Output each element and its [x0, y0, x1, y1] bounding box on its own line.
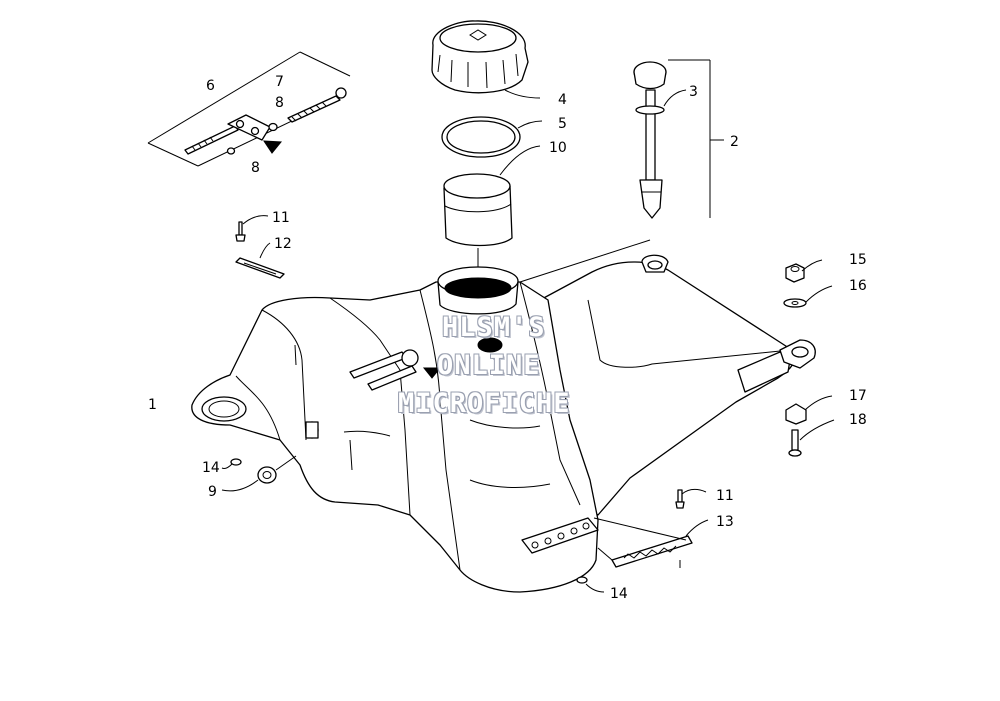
- bracket-assembly-6: [147, 51, 351, 167]
- grommet-9-and-washer-14: [221, 455, 297, 492]
- callout-14-left: 14: [202, 460, 220, 476]
- callout-8-lower: 8: [251, 160, 260, 176]
- callout-1: 1: [148, 397, 157, 413]
- callout-13: 13: [716, 514, 734, 530]
- fuel-cap-4: [431, 20, 541, 99]
- filler-sleeve-10: [443, 145, 541, 275]
- screw-and-strip-11-13: [576, 488, 709, 593]
- callout-8-upper: 8: [275, 95, 284, 111]
- callout-14-lower: 14: [610, 586, 628, 602]
- watermark-line-2: ONLINE: [437, 350, 541, 381]
- fuel-tank-1: [191, 239, 816, 593]
- callout-16: 16: [849, 278, 867, 294]
- callout-12: 12: [274, 236, 292, 252]
- callout-2: 2: [730, 134, 739, 150]
- gasket-5: [441, 116, 543, 158]
- mount-hardware-15-18: [783, 259, 835, 457]
- callout-18: 18: [849, 412, 867, 428]
- watermark-line-1: HLSM'S: [442, 312, 546, 343]
- callout-11-upper: 11: [272, 210, 290, 226]
- fuel-gauge-2: [633, 59, 724, 219]
- callout-17: 17: [849, 388, 867, 404]
- callout-3: 3: [689, 84, 698, 100]
- callout-10: 10: [549, 140, 567, 156]
- watermark-line-3: MICROFICHE: [398, 388, 571, 419]
- callout-15: 15: [849, 252, 867, 268]
- callout-4: 4: [558, 92, 567, 108]
- callout-5: 5: [558, 116, 567, 132]
- callout-9: 9: [208, 484, 217, 500]
- screw-and-strip-11-12: [235, 215, 285, 279]
- callout-6: 6: [206, 78, 215, 94]
- callout-11-lower: 11: [716, 488, 734, 504]
- callout-7: 7: [275, 74, 284, 90]
